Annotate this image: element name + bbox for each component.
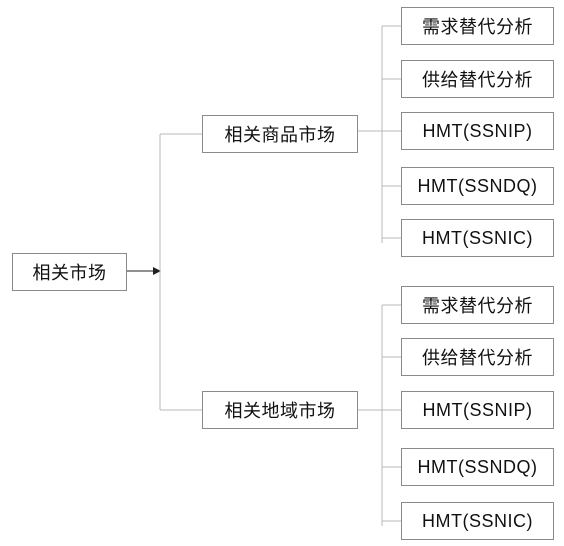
root-node: 相关市场 [12,253,127,291]
leaf-hmt-ssnic: HMT(SSNIC) [401,219,554,257]
leaf-demand-substitution-analysis: 需求替代分析 [401,7,554,45]
leaf-demand-substitution-analysis: 需求替代分析 [401,286,554,324]
leaf-hmt-ssnip: HMT(SSNIP) [401,112,554,150]
branch-node-geographic-market: 相关地域市场 [202,391,358,429]
leaf-hmt-ssndq: HMT(SSNDQ) [401,448,554,486]
leaf-supply-substitution-analysis: 供给替代分析 [401,60,554,98]
leaf-supply-substitution-analysis: 供给替代分析 [401,338,554,376]
leaf-hmt-ssndq: HMT(SSNDQ) [401,167,554,205]
leaf-hmt-ssnic: HMT(SSNIC) [401,502,554,540]
leaf-hmt-ssnip: HMT(SSNIP) [401,391,554,429]
branch-node-product-market: 相关商品市场 [202,115,358,153]
